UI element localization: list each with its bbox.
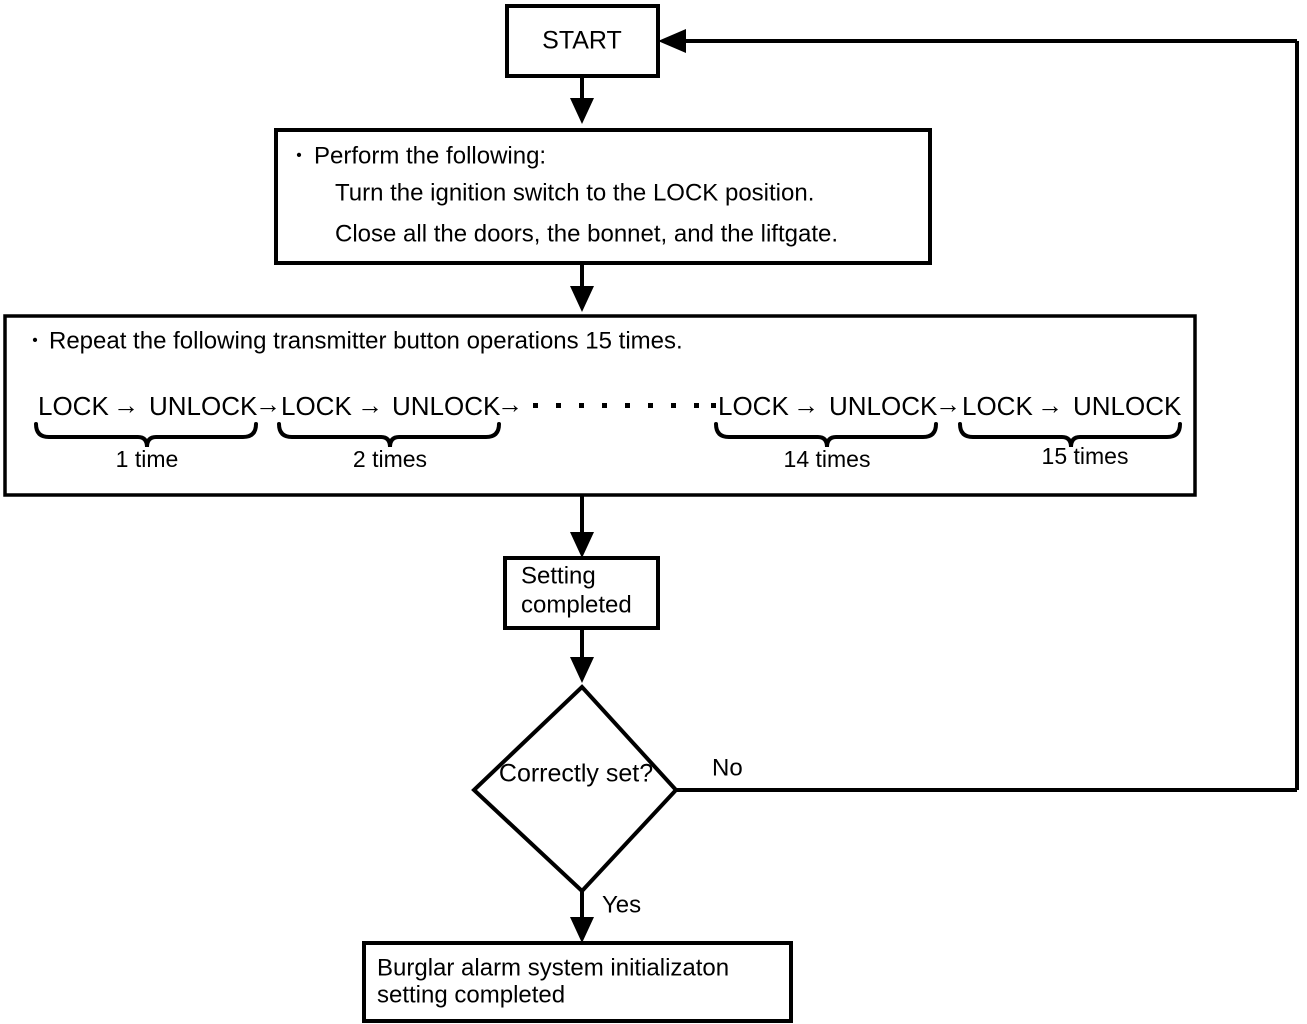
perform-line-1: Perform the following: (314, 142, 546, 169)
perform-bullet-icon: ・ (289, 145, 309, 167)
perform-line-3: Close all the doors, the bonnet, and the… (335, 220, 838, 247)
sequence-group-2-count: 2 times (353, 446, 427, 472)
sequence-separator-arrow-3-icon: → (935, 389, 961, 419)
sequence-group-1-first: LOCK (38, 391, 109, 421)
arrowhead-yes-to-final (570, 917, 594, 943)
sequence-group-4-arrow-icon: → (1037, 390, 1063, 420)
perform-node-box (274, 128, 932, 265)
final-line-1: Burglar alarm system initializaton (377, 954, 729, 981)
arrowhead-start-to-perform (570, 98, 594, 124)
repeat-node-box (3, 314, 1197, 497)
arrowhead-perform-to-repeat (570, 286, 594, 312)
final-node-box (362, 941, 793, 1023)
start-node-label: START (542, 27, 622, 55)
sequence-group-3-count: 14 times (784, 446, 871, 472)
sequence-group-1-second: UNLOCK (149, 391, 258, 421)
arrowhead-no-to-start (658, 29, 686, 53)
decision-node-label: Correctly set? (499, 760, 653, 788)
repeat-bullet-icon: ・ (25, 330, 45, 352)
sequence-group-2-brace (277, 422, 501, 448)
sequence-group-1-arrow-icon: → (113, 390, 139, 420)
decision-node-diamond (471, 684, 679, 894)
repeat-heading: Repeat the following transmitter button … (49, 327, 683, 354)
sequence-group-4-count: 15 times (1042, 443, 1129, 469)
sequence-group-2-arrow-icon: → (357, 390, 383, 420)
edge-yes-label: Yes (602, 891, 641, 918)
arrowhead-setting-to-decision (570, 657, 594, 683)
sequence-group-3-second: UNLOCK (829, 391, 938, 421)
sequence-group-3-first: LOCK (718, 391, 789, 421)
sequence-group-4-brace (958, 422, 1182, 448)
arrowhead-repeat-to-setting (570, 532, 594, 558)
perform-line-2: Turn the ignition switch to the LOCK pos… (335, 179, 814, 206)
setting-completed-line-1: Setting (521, 562, 596, 589)
final-line-2: setting completed (377, 981, 565, 1008)
sequence-group-2-first: LOCK (281, 391, 352, 421)
sequence-ellipsis-dots (533, 403, 716, 408)
sequence-group-1-brace (34, 422, 258, 448)
sequence-group-4-second: UNLOCK (1073, 391, 1182, 421)
sequence-group-1-count: 1 time (116, 446, 179, 472)
sequence-separator-arrow-2-icon: → (497, 389, 523, 419)
edge-no-label: No (712, 754, 743, 781)
sequence-group-3-arrow-icon: → (793, 390, 819, 420)
sequence-group-4-first: LOCK (962, 391, 1033, 421)
sequence-separator-arrow-1-icon: → (255, 389, 281, 419)
setting-completed-node-box (503, 556, 660, 630)
sequence-group-3-brace (714, 422, 938, 448)
sequence-group-2-second: UNLOCK (392, 391, 501, 421)
setting-completed-line-2: completed (521, 591, 632, 618)
